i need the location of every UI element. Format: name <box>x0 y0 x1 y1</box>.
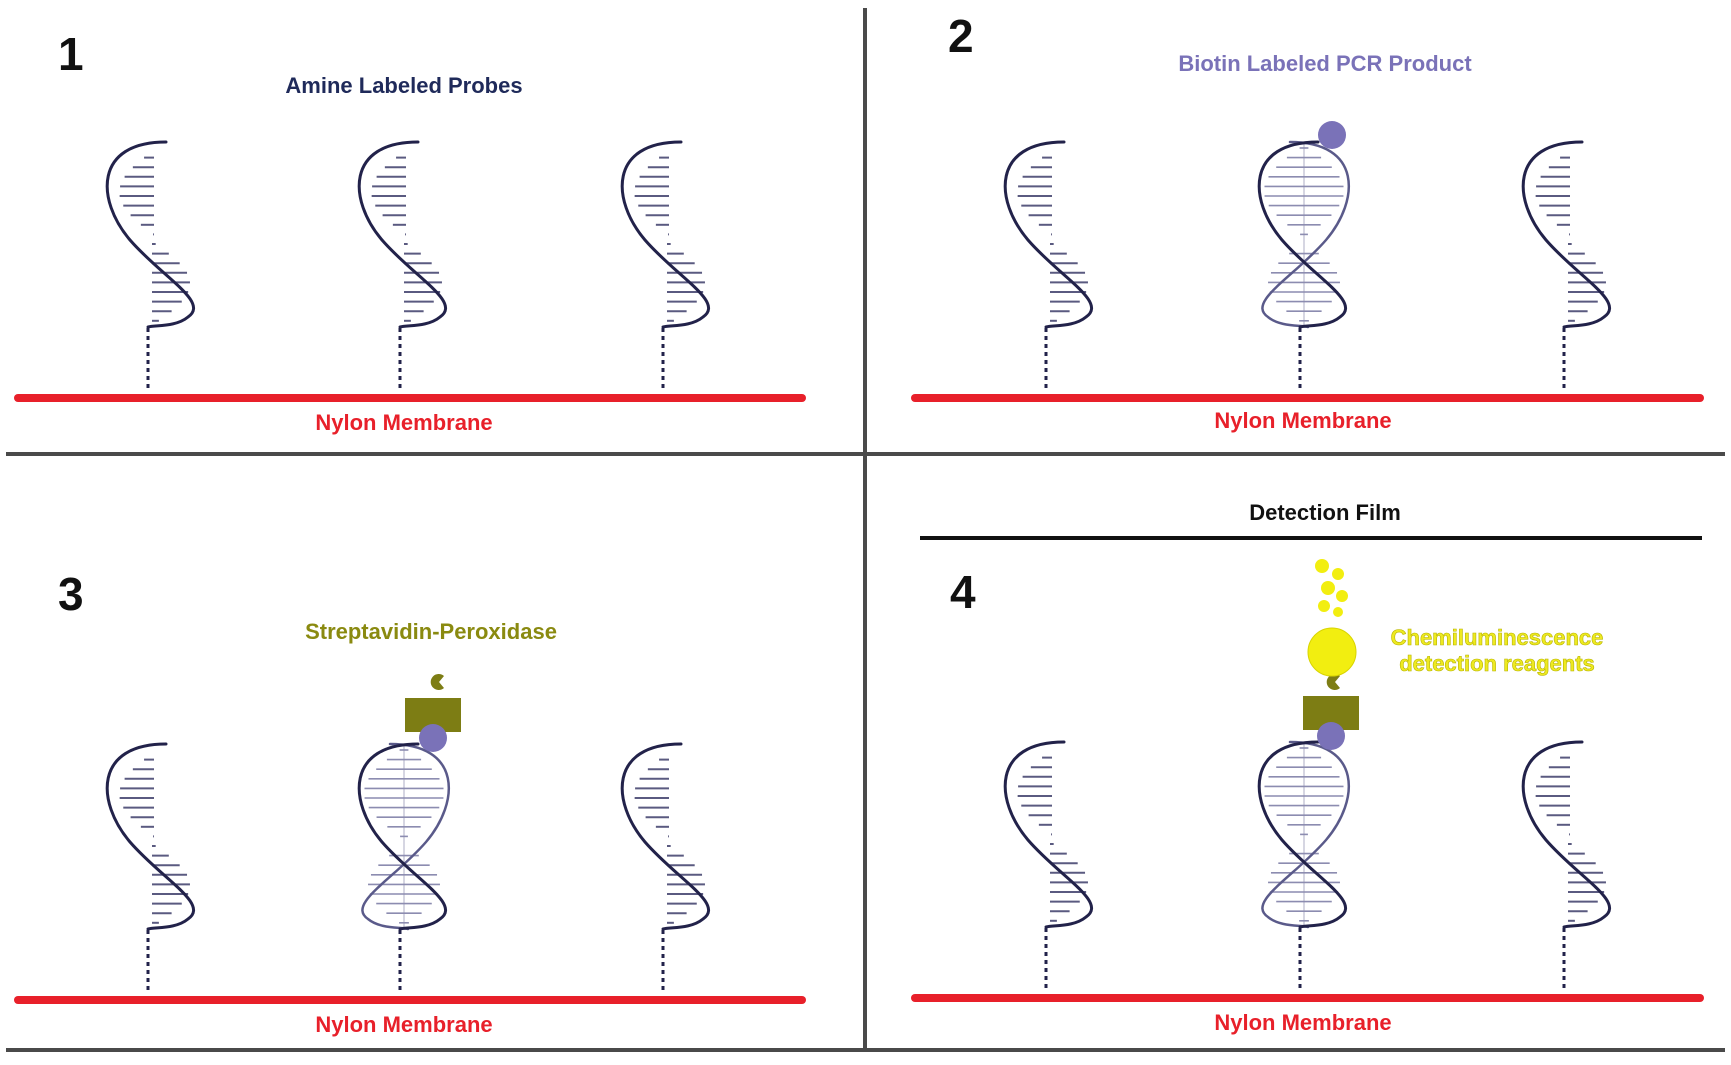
peroxidase-substrate-icon-3 <box>430 673 444 690</box>
panel-3-title: Streptavidin-Peroxidase <box>305 619 557 644</box>
probe-strand <box>105 742 196 931</box>
chemiluminescence-bubble <box>1336 590 1348 602</box>
panel-4-film-label: Detection Film <box>1249 500 1401 525</box>
chemiluminescence-bubble <box>1318 600 1330 612</box>
probe-strand <box>1257 740 1348 929</box>
panel-4-title-line-1: Chemiluminescence <box>1391 625 1604 650</box>
membrane-2-label: Nylon Membrane <box>1214 408 1391 433</box>
probe-panel-2-c <box>1521 140 1612 392</box>
probe-strand <box>357 140 448 329</box>
panel-4-number: 4 <box>950 566 976 618</box>
panel-4-title-line-2: detection reagents <box>1399 651 1595 676</box>
probe-panel-1-b <box>357 140 448 392</box>
probe-panel-3-a <box>105 742 196 994</box>
probe-strand <box>1003 740 1094 929</box>
pcr-product-strand <box>361 742 451 931</box>
panel-2-number: 2 <box>948 10 974 62</box>
probe-strand <box>620 140 711 329</box>
panel-2-title: Biotin Labeled PCR Product <box>1178 51 1472 76</box>
probe-strand <box>357 742 448 931</box>
biotin-label-panel-4 <box>1317 722 1345 750</box>
chemiluminescence-bubble <box>1321 581 1335 595</box>
probe-panel-2-a <box>1003 140 1094 392</box>
probe-panel-1-a <box>105 140 196 392</box>
probe-strand <box>1003 140 1094 329</box>
peroxidase-substrate-icon-4 <box>1326 673 1340 690</box>
chemiluminescence-bubble <box>1333 607 1343 617</box>
probe-panel-4-c <box>1521 740 1612 992</box>
hybridized-probe-panel-3 <box>357 742 451 994</box>
probe-panel-4-a <box>1003 740 1094 992</box>
hybridized-probe-panel-4 <box>1257 740 1351 992</box>
probes-layer <box>105 140 1612 994</box>
panel-1-title: Amine Labeled Probes <box>285 73 522 98</box>
chemiluminescence-bubble <box>1315 559 1329 573</box>
membrane-3-label: Nylon Membrane <box>315 1012 492 1037</box>
biotin-label-panel-3 <box>419 724 447 752</box>
probe-panel-3-c <box>620 742 711 994</box>
probe-panel-1-c <box>620 140 711 392</box>
panel-3-number: 3 <box>58 568 84 620</box>
pcr-product-strand <box>1261 740 1351 929</box>
chemiluminescence-large-bubble <box>1307 627 1357 677</box>
probe-strand <box>105 140 196 329</box>
probe-strand <box>1521 740 1612 929</box>
probe-strand <box>1257 140 1348 329</box>
pcr-product-strand <box>1261 140 1351 329</box>
membrane-1-label: Nylon Membrane <box>315 410 492 435</box>
probe-strand <box>620 742 711 931</box>
panel-1-number: 1 <box>58 28 84 80</box>
hybridized-probe-panel-2 <box>1257 140 1351 392</box>
chemiluminescence-bubble <box>1332 568 1344 580</box>
probe-strand <box>1521 140 1612 329</box>
biotin-label-panel-2 <box>1318 121 1346 149</box>
membrane-4-label: Nylon Membrane <box>1214 1010 1391 1035</box>
